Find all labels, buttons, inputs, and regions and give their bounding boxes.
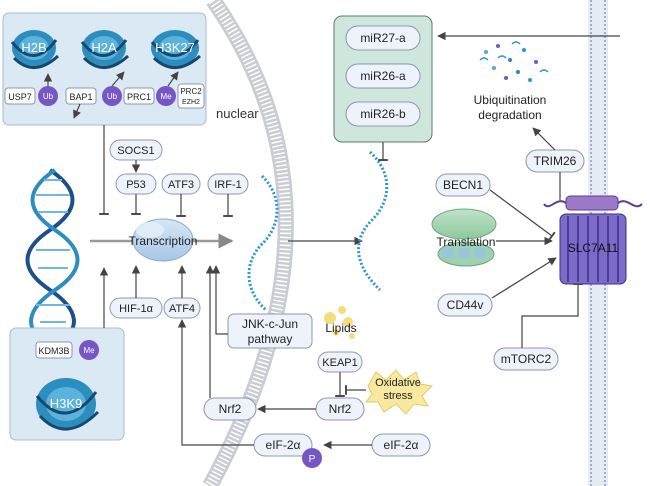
mtorc2-inhibit <box>521 283 583 348</box>
mtorc2-label: mTORC2 <box>501 352 552 366</box>
usp7-box <box>4 87 36 105</box>
prc1-box <box>123 87 155 105</box>
mirna-box <box>345 101 421 127</box>
mtorc2-box <box>493 347 559 371</box>
nrf2-right-label: Nrf2 <box>329 402 352 416</box>
h2b-ub-circle <box>38 86 58 106</box>
nuclear-label: nuclear <box>216 106 259 121</box>
kdm3b-box <box>35 341 73 359</box>
h3k27-me-label: Me <box>160 92 172 101</box>
oxidative-stress-burst <box>365 369 434 415</box>
h2a-ub-arrow <box>111 71 125 87</box>
becn1-label: BECN1 <box>443 178 483 192</box>
nrf2-left-box <box>203 397 257 421</box>
p53-label: P53 <box>126 179 146 191</box>
dna-helix <box>25 168 80 342</box>
becn1-inhibit <box>489 189 556 241</box>
bap1-arrow <box>73 103 81 119</box>
bap1-box <box>65 87 97 105</box>
nrf2-left-label: Nrf2 <box>219 402 242 416</box>
mirna-label: miR26-b <box>360 107 406 121</box>
h2a-ub-circle <box>102 86 122 106</box>
keap1-label: KEAP1 <box>322 357 357 369</box>
mirna-label: miR26-a <box>360 69 406 83</box>
mirna-label: miR27-a <box>360 31 406 45</box>
jnk-box <box>227 313 313 349</box>
cd44v-label: CD44v <box>447 298 484 312</box>
cytoplasmic-mrna <box>357 150 389 292</box>
degradation-fragments <box>479 41 549 82</box>
nuclear-mrna <box>247 174 279 312</box>
oxidative-label: Oxidative <box>375 377 421 389</box>
socs1-label: SOCS1 <box>117 145 154 157</box>
slc7a11-label: SLC7A11 <box>568 241 619 255</box>
trim26-to-degradation <box>532 127 556 151</box>
degradation-label: degradation <box>478 108 541 122</box>
irf1-label: IRF-1 <box>214 179 242 191</box>
h2a-nucleosome <box>80 30 130 69</box>
h3k27-nucleosome <box>150 30 201 69</box>
h3k9-me-circle <box>79 340 99 360</box>
h2a-ub-label: Ub <box>107 92 118 101</box>
h3k27-label: H3K27 <box>155 40 195 55</box>
ezh2-label: EZH2 <box>182 99 200 106</box>
h3k27-me-circle <box>156 86 176 106</box>
hif1a-label: HIF-1α <box>119 303 154 315</box>
prc1-label: PRC1 <box>127 92 151 102</box>
bap1-label: BAP1 <box>69 92 92 102</box>
prc2-label: PRC2 <box>180 87 202 96</box>
h3k9-nucleosome <box>35 378 100 431</box>
translation-label: Translation <box>437 235 496 249</box>
jnk-line1: JNK-c-Jun <box>242 317 298 331</box>
h2b-ub-label: Ub <box>43 92 54 101</box>
h2b-nucleosome <box>10 30 60 69</box>
jnk-arrow <box>211 265 228 335</box>
jnk-line2: pathway <box>248 332 293 346</box>
h2a-label: H2A <box>91 40 117 55</box>
eif2a-label: eIF-2α <box>384 438 419 452</box>
becn1-box <box>435 173 491 197</box>
trim26-label: TRIM26 <box>534 154 577 168</box>
mirna-box <box>345 25 421 51</box>
phospho-circle <box>302 448 322 468</box>
h3k9-me-label: Me <box>83 346 95 355</box>
lipids-label: Lipids <box>325 321 356 335</box>
stress-label: stress <box>383 390 413 402</box>
rna-polymerase <box>132 218 194 262</box>
cd44v-box <box>437 293 493 317</box>
cd44v-arrow <box>491 257 557 299</box>
lipid-droplets <box>324 306 355 339</box>
atf4-label: ATF4 <box>169 303 195 315</box>
mirna-list: miR27-a miR26-a miR26-b <box>345 25 421 127</box>
ubiquitination-label: Ubiquitination <box>474 93 547 107</box>
phospho-label: P <box>309 454 316 465</box>
h3k27-me-arrow <box>167 71 179 87</box>
kdm3b-label: KDM3B <box>38 346 69 356</box>
ribosome <box>431 208 497 267</box>
h2b-label: H2B <box>21 40 46 55</box>
eif2a-p-label: eIF-2α <box>266 438 301 452</box>
atf3-label: ATF3 <box>168 179 194 191</box>
usp7-label: USP7 <box>8 92 32 102</box>
mirna-box <box>345 63 421 89</box>
h3k9-label: H3K9 <box>50 396 83 411</box>
transcription-label: Transcription <box>129 234 198 248</box>
prc2-box <box>177 83 205 109</box>
slc7a11-transporter <box>543 195 643 285</box>
eif2a-to-atf4 <box>177 319 254 446</box>
